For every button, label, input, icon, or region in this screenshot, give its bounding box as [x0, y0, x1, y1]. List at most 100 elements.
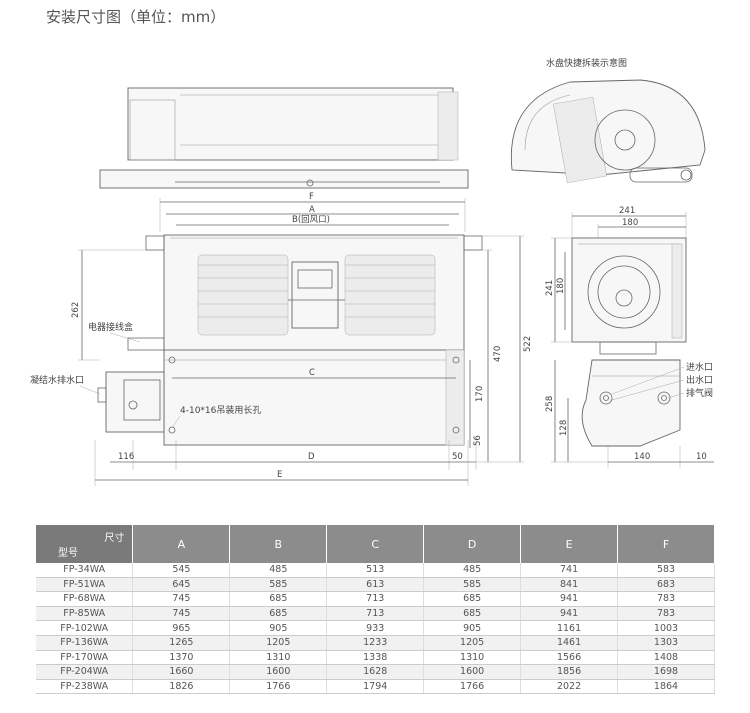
- model-cell: FP-51WA: [36, 577, 134, 593]
- dim-470: 470: [493, 346, 503, 362]
- col-header-A: A: [132, 525, 231, 563]
- dimension-cell: 545: [132, 563, 231, 578]
- dimension-cell: 685: [229, 606, 328, 622]
- page-title: 安装尺寸图（单位：mm）: [46, 8, 226, 26]
- dimension-cell: 1303: [617, 635, 715, 651]
- dim-262: 262: [71, 302, 81, 318]
- model-cell: FP-204WA: [36, 664, 134, 680]
- dimension-cell: 1794: [326, 679, 425, 695]
- dimension-cell: 685: [423, 606, 522, 622]
- model-cell: FP-68WA: [36, 591, 134, 607]
- dimension-cell: 941: [520, 591, 619, 607]
- dimension-cell: 1408: [617, 650, 715, 666]
- dimension-cell: 1864: [617, 679, 715, 695]
- dim-E: E: [277, 470, 282, 480]
- electrical-box: [127, 337, 165, 351]
- dim-128: 128: [559, 420, 569, 436]
- label-condensate-drain: 凝结水排水口: [30, 374, 84, 386]
- top-view-casing: [127, 87, 454, 161]
- dimension-cell: 713: [326, 591, 425, 607]
- dimension-cell: 713: [326, 606, 425, 622]
- dimension-cell: 1265: [132, 635, 231, 651]
- label-air-vent: 排气阀: [686, 387, 713, 399]
- label-water-inlet: 进水口: [686, 361, 713, 373]
- side-fan-wheel: [587, 255, 661, 329]
- spec-table-header-row: 尺寸 型号 A B C D E F: [36, 525, 715, 563]
- hanger-bracket-left: [145, 235, 165, 251]
- top-view-base: [99, 169, 469, 189]
- dimension-cell: 745: [132, 606, 231, 622]
- dimension-cell: 685: [423, 591, 522, 607]
- col-header-F: F: [617, 525, 715, 563]
- dimension-cell: 1370: [132, 650, 231, 666]
- dimension-cell: 741: [520, 563, 619, 578]
- dimension-cell: 1826: [132, 679, 231, 695]
- installation-drawing: 水盘快捷拆装示意图 F A B(回风口): [30, 57, 714, 486]
- model-cell: FP-85WA: [36, 606, 134, 622]
- dimension-cell: 1233: [326, 635, 425, 651]
- top-view: [99, 87, 469, 189]
- spec-table-corner: 尺寸 型号: [36, 525, 134, 563]
- dim-10: 10: [696, 452, 707, 462]
- dim-522: 522: [523, 336, 533, 352]
- dimension-cell: 1161: [520, 620, 619, 636]
- dimension-cell: 1628: [326, 664, 425, 680]
- dim-C: C: [309, 368, 315, 378]
- top-view-coil: [437, 91, 459, 161]
- side-casing: [571, 237, 687, 343]
- dim-F: F: [309, 192, 314, 202]
- side-bracket: [599, 341, 657, 355]
- col-header-D: D: [423, 525, 522, 563]
- dimension-cell: 613: [326, 577, 425, 593]
- dim-50: 50: [452, 452, 463, 462]
- dimension-cell: 1461: [520, 635, 619, 651]
- corner-dimension-label: 尺寸: [104, 533, 125, 544]
- model-cell: FP-170WA: [36, 650, 134, 666]
- dimension-cell: 683: [617, 577, 715, 593]
- dimension-cell: 485: [423, 563, 522, 578]
- dimension-cell: 783: [617, 606, 715, 622]
- dimension-cell: 1310: [229, 650, 328, 666]
- dimension-cell: 1660: [132, 664, 231, 680]
- dimension-cell: 585: [423, 577, 522, 593]
- dim-56: 56: [473, 435, 483, 446]
- hanger-bracket-right: [463, 235, 483, 251]
- dimension-cell: 485: [229, 563, 328, 578]
- dimension-cell: 1600: [229, 664, 328, 680]
- dimension-cell: 933: [326, 620, 425, 636]
- dim-258: 258: [545, 396, 555, 412]
- side-view: 241 180 241 180 258 128 14: [545, 206, 714, 468]
- dimension-cell: 1205: [423, 635, 522, 651]
- dimension-cell: 583: [617, 563, 715, 578]
- dim-D: D: [308, 452, 315, 462]
- dimension-cell: 1856: [520, 664, 619, 680]
- dim-B: B(回风口): [292, 215, 330, 225]
- fan-right: [344, 254, 436, 336]
- label-electrical-box: 电器接线盒: [88, 321, 133, 333]
- dimension-cell: 1205: [229, 635, 328, 651]
- dim-180-top: 180: [622, 218, 638, 228]
- col-header-B: B: [229, 525, 328, 563]
- fan-left: [197, 254, 289, 336]
- label-hanger-holes: 4-10*16吊装用长孔: [180, 404, 261, 416]
- dim-A: A: [309, 205, 315, 215]
- model-cell: FP-102WA: [36, 620, 134, 636]
- dimension-cell: 745: [132, 591, 231, 607]
- dimension-cell: 585: [229, 577, 328, 593]
- model-cell: FP-238WA: [36, 679, 134, 695]
- side-drain-pan: [581, 359, 681, 447]
- model-cell: FP-34WA: [36, 563, 134, 578]
- dimension-cell: 513: [326, 563, 425, 578]
- dimension-cell: 1566: [520, 650, 619, 666]
- corner-model-label: 型号: [58, 548, 78, 559]
- dimension-cell: 965: [132, 620, 231, 636]
- dim-116: 116: [118, 452, 134, 462]
- dimension-cell: 1600: [423, 664, 522, 680]
- label-water-outlet: 出水口: [686, 374, 713, 386]
